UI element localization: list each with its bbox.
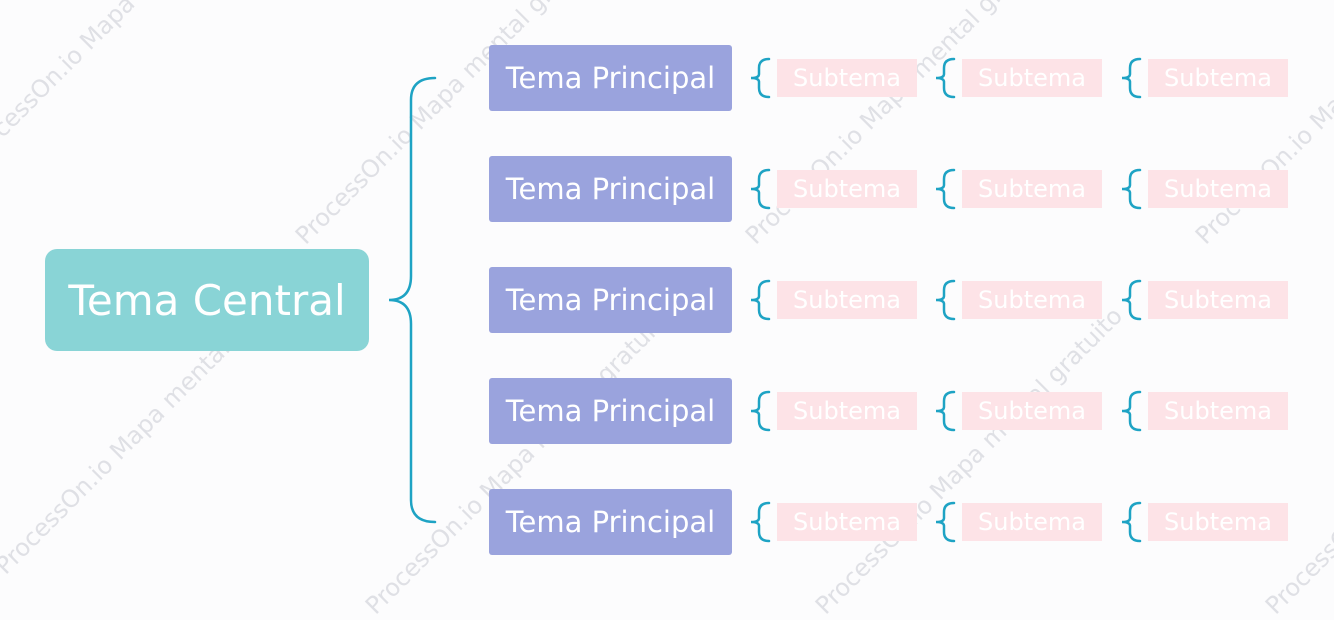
subtopic-label: Subtema [978, 64, 1086, 92]
subtopic-label: Subtema [978, 286, 1086, 314]
main-topic[interactable]: Tema Principal [489, 267, 732, 333]
subtopic-label: Subtema [1164, 397, 1272, 425]
subtopic-brace [935, 390, 956, 432]
subtopic[interactable]: Subtema [962, 392, 1102, 430]
main-topic-label: Tema Principal [505, 61, 716, 95]
subtopic[interactable]: Subtema [777, 503, 917, 541]
subtopic[interactable]: Subtema [777, 392, 917, 430]
subtopic-label: Subtema [793, 397, 901, 425]
main-topic-label: Tema Principal [505, 172, 716, 206]
subtopic[interactable]: Subtema [777, 170, 917, 208]
subtopic[interactable]: Subtema [962, 59, 1102, 97]
subtopic-brace [1121, 390, 1142, 432]
subtopic-brace [935, 279, 956, 321]
subtopic[interactable]: Subtema [962, 503, 1102, 541]
subtopic[interactable]: Subtema [1148, 59, 1288, 97]
subtopic-label: Subtema [793, 508, 901, 536]
subtopic-label: Subtema [1164, 175, 1272, 203]
subtopic-brace [750, 168, 771, 210]
subtopic-brace [1121, 57, 1142, 99]
subtopic-brace [935, 57, 956, 99]
subtopic-label: Subtema [978, 175, 1086, 203]
central-brace [388, 76, 437, 524]
main-topic-label: Tema Principal [505, 394, 716, 428]
main-topic-label: Tema Principal [505, 505, 716, 539]
main-topic-label: Tema Principal [505, 283, 716, 317]
subtopic-label: Subtema [793, 286, 901, 314]
subtopic[interactable]: Subtema [1148, 170, 1288, 208]
subtopic-brace [1121, 279, 1142, 321]
subtopic-label: Subtema [793, 175, 901, 203]
subtopic[interactable]: Subtema [962, 281, 1102, 319]
subtopic-brace [935, 501, 956, 543]
subtopic-brace [935, 168, 956, 210]
subtopic[interactable]: Subtema [777, 59, 917, 97]
subtopic-label: Subtema [793, 64, 901, 92]
subtopic-label: Subtema [978, 508, 1086, 536]
subtopic[interactable]: Subtema [1148, 281, 1288, 319]
subtopic-label: Subtema [1164, 286, 1272, 314]
subtopic-label: Subtema [978, 397, 1086, 425]
main-topic[interactable]: Tema Principal [489, 489, 732, 555]
subtopic[interactable]: Subtema [1148, 392, 1288, 430]
main-topic[interactable]: Tema Principal [489, 378, 732, 444]
main-topic[interactable]: Tema Principal [489, 45, 732, 111]
subtopic-brace [750, 390, 771, 432]
subtopic-brace [1121, 501, 1142, 543]
subtopic-brace [750, 501, 771, 543]
subtopic-brace [750, 279, 771, 321]
main-topic[interactable]: Tema Principal [489, 156, 732, 222]
subtopic-brace [1121, 168, 1142, 210]
central-topic[interactable]: Tema Central [45, 249, 369, 351]
subtopic[interactable]: Subtema [777, 281, 917, 319]
subtopic-label: Subtema [1164, 64, 1272, 92]
central-topic-label: Tema Central [68, 275, 346, 325]
subtopic-label: Subtema [1164, 508, 1272, 536]
subtopic[interactable]: Subtema [1148, 503, 1288, 541]
subtopic[interactable]: Subtema [962, 170, 1102, 208]
subtopic-brace [750, 57, 771, 99]
